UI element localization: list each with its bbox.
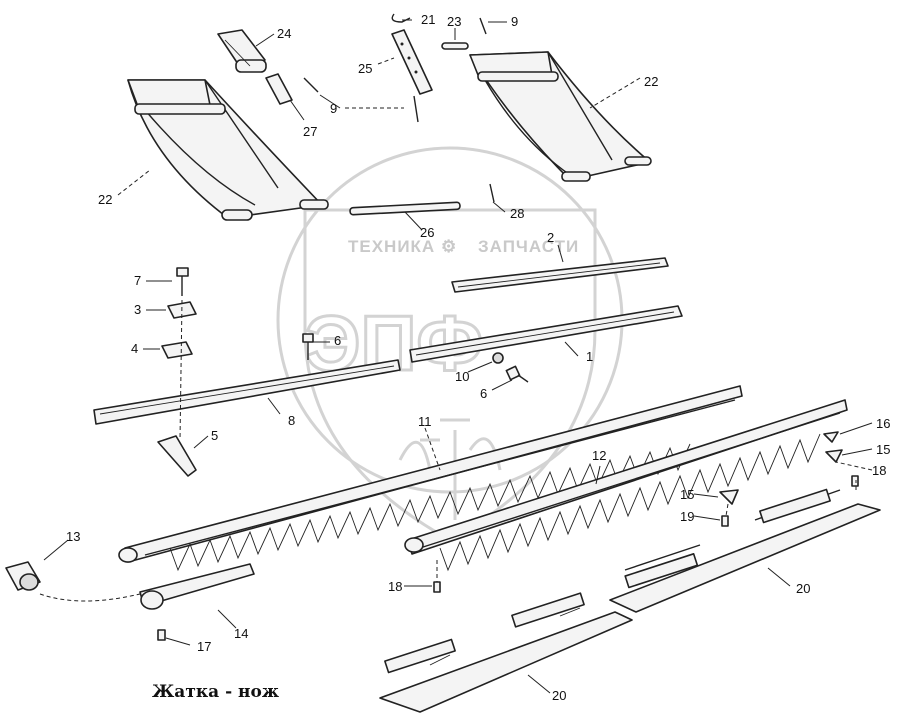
callout-13: 13	[66, 529, 80, 544]
part-15-plate-right	[825, 449, 843, 463]
part-6-bolt-lower	[505, 365, 529, 383]
wheat-icon	[398, 418, 502, 520]
part-1-strip	[409, 305, 683, 363]
part-10-nut	[492, 352, 504, 364]
callout-18-lower: 18	[388, 579, 402, 594]
part-22-right-shoe	[469, 51, 652, 182]
callout-14: 14	[234, 626, 248, 641]
callout-28: 28	[510, 206, 524, 221]
callout-23: 23	[447, 14, 461, 29]
part-7-bolt	[176, 267, 189, 296]
part-23-pin	[441, 42, 469, 50]
part-27-plate	[265, 73, 293, 105]
part-28-pin	[489, 183, 495, 203]
diagram-caption: Жатка - нож	[152, 682, 279, 702]
part-16-guide	[823, 431, 839, 443]
callout-10: 10	[455, 369, 469, 384]
part-24-hinge	[217, 29, 267, 73]
callout-21: 21	[421, 12, 435, 27]
callout-3: 3	[134, 302, 141, 317]
leader-lines	[39, 19, 873, 694]
callout-17: 17	[197, 639, 211, 654]
part-12-knife	[404, 399, 848, 572]
part-18-screw-right	[851, 475, 859, 487]
part-4-plate	[161, 341, 193, 359]
part-20-cover-right	[609, 488, 881, 613]
part-9-pin-mid	[413, 95, 419, 123]
callout-22-right: 22	[644, 74, 658, 89]
watermark-left-word: ТЕХНИКА	[348, 237, 435, 256]
part-2-strip	[451, 257, 669, 293]
callout-1: 1	[586, 349, 593, 364]
part-22-left-shoe	[127, 79, 329, 221]
callout-5: 5	[211, 428, 218, 443]
callout-20-right: 20	[796, 581, 810, 596]
callout-labels: 21 23 9 24 25 22 9 27 22 28 26 2 7 3 6 4…	[66, 12, 890, 703]
callout-24: 24	[277, 26, 291, 41]
callout-6-lower: 6	[480, 386, 487, 401]
part-8-bar	[93, 359, 401, 425]
callout-11: 11	[418, 414, 432, 429]
callout-15-mid: 15	[680, 487, 694, 502]
callout-12: 12	[592, 448, 606, 463]
part-20-cover-left	[379, 592, 633, 713]
callout-25: 25	[358, 61, 372, 76]
callout-9-top: 9	[511, 14, 518, 29]
callout-6-upper: 6	[334, 333, 341, 348]
part-19-screw	[721, 515, 729, 527]
part-21-clip	[391, 13, 411, 23]
callout-8: 8	[288, 413, 295, 428]
part-18-screw-lower	[433, 581, 441, 593]
part-9-pin-left	[303, 77, 319, 93]
callout-16: 16	[876, 416, 890, 431]
part-5-finger	[157, 435, 197, 477]
callout-2: 2	[547, 230, 554, 245]
part-17-bolt	[157, 629, 166, 641]
callout-18-right: 18	[872, 463, 886, 478]
callout-15-right: 15	[876, 442, 890, 457]
part-6-bolt-upper	[302, 333, 314, 360]
part-9-pin-top	[479, 17, 487, 35]
callout-19: 19	[680, 509, 694, 524]
callout-20-left: 20	[552, 688, 566, 703]
callout-26: 26	[420, 225, 434, 240]
part-26-rod	[349, 201, 461, 216]
callout-27: 27	[303, 124, 317, 139]
gear-icon: ⚙	[441, 237, 457, 256]
part-13-roller	[5, 561, 41, 591]
watermark-right-word: ЗАПЧАСТИ	[478, 237, 579, 256]
callout-22-left: 22	[98, 192, 112, 207]
callout-9-mid: 9	[330, 101, 337, 116]
callout-7: 7	[134, 273, 141, 288]
part-14-connector	[139, 563, 255, 610]
callout-4: 4	[131, 341, 138, 356]
part-25-bar	[391, 29, 433, 95]
part-15-plate-mid	[719, 489, 739, 505]
